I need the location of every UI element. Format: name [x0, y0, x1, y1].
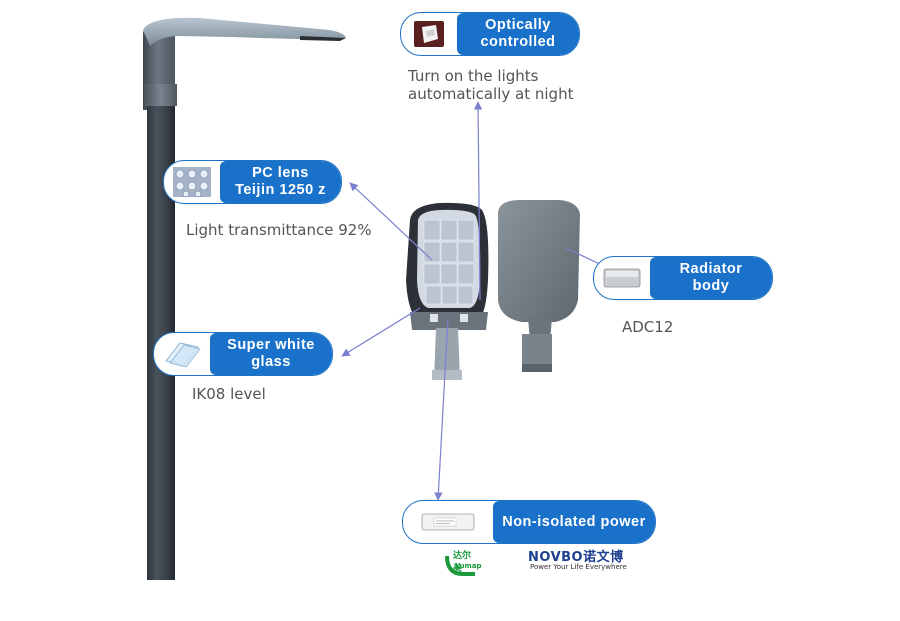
- arrow-pc-lens: [349, 182, 433, 261]
- callout-radiator-label: Radiator body: [650, 257, 772, 299]
- novbo-logo: NOVBO诺文博 Power Your Life Everywhere: [528, 546, 638, 576]
- arrow-power: [434, 317, 449, 501]
- pole-lamp-head: [143, 17, 346, 46]
- callout-pc-lens-label: PC lens Teijin 1250 z: [220, 161, 341, 203]
- callout-optical-label: Optically controlled: [457, 13, 579, 55]
- callout-power: Non-isolated power: [402, 500, 656, 544]
- luminaire-back: [498, 200, 580, 372]
- caption-optical: Turn on the lights automatically at nigh…: [408, 67, 574, 103]
- callout-pc-lens: PC lens Teijin 1250 z: [163, 160, 342, 204]
- radiator-icon: [594, 257, 650, 299]
- pole-collar: [144, 84, 177, 106]
- arrow-optical: [473, 101, 483, 301]
- caption-glass: IK08 level: [192, 385, 266, 403]
- lumap-logo: 达尔美 Lumap: [443, 548, 482, 578]
- novbo-logo-wordmark: NOVBO诺文博: [528, 550, 624, 565]
- lumap-logo-latin: Lumap: [455, 562, 482, 570]
- glass-panes-icon: [154, 333, 210, 375]
- callout-optical: Optically controlled: [400, 12, 580, 56]
- lens-array-icon: [164, 161, 220, 203]
- light-sensor-icon: [401, 13, 457, 55]
- arrow-glass: [341, 307, 421, 357]
- luminaire-front: [406, 202, 489, 380]
- lumap-logo-cn: 达尔美: [453, 551, 472, 574]
- callout-radiator: Radiator body: [593, 256, 773, 300]
- power-supply-icon: [403, 501, 493, 543]
- novbo-logo-tagline: Power Your Life Everywhere: [530, 563, 627, 571]
- caption-pc-lens: Light transmittance 92%: [186, 221, 372, 239]
- callout-glass: Super white glass: [153, 332, 333, 376]
- caption-radiator: ADC12: [622, 318, 674, 336]
- callout-power-label: Non-isolated power: [493, 501, 655, 543]
- callout-glass-label: Super white glass: [210, 333, 332, 375]
